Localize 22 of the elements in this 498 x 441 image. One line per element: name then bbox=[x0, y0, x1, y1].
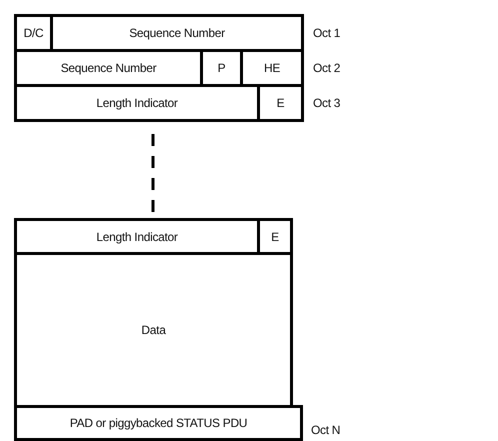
field-label: P bbox=[218, 61, 226, 75]
data-area bbox=[14, 252, 293, 408]
field-label: Length Indicator bbox=[96, 96, 178, 110]
field-cell bbox=[257, 84, 304, 122]
field-label: PAD or piggybacked STATUS PDU bbox=[70, 416, 248, 430]
field-label: HE bbox=[264, 61, 280, 75]
field-label: E bbox=[276, 96, 284, 110]
field-cell bbox=[14, 405, 303, 441]
field-label: Data bbox=[141, 323, 166, 337]
field-label: Length Indicator bbox=[96, 230, 178, 244]
octet-label: Oct 3 bbox=[313, 96, 340, 110]
octet-label: Oct 1 bbox=[313, 26, 340, 40]
field-cell bbox=[50, 14, 304, 52]
field-cell bbox=[257, 218, 293, 255]
field-cell bbox=[14, 218, 260, 255]
field-label: E bbox=[271, 230, 279, 244]
field-label: Sequence Number bbox=[129, 26, 225, 40]
octet-label: Oct 2 bbox=[313, 61, 340, 75]
field-label: Sequence Number bbox=[60, 61, 156, 75]
field-cell bbox=[14, 84, 260, 122]
field-label: D/C bbox=[24, 26, 44, 40]
octet-label: Oct N bbox=[311, 423, 340, 437]
